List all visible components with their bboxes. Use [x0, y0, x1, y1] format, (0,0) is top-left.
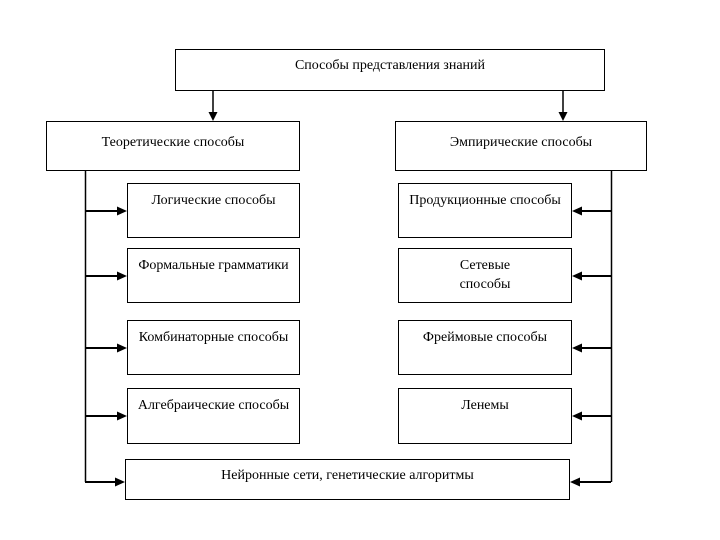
node-theoretical-methods: Теоретические способы: [46, 121, 300, 171]
connector-left-to-bottom: [85, 477, 125, 487]
connector-left-child-2: [85, 343, 127, 353]
connector-left-child-3: [85, 411, 127, 421]
connector-right-child-0: [572, 206, 611, 216]
node-formal-grammars: Формальные грамматики: [127, 248, 300, 303]
connector-right-child-3: [572, 411, 611, 421]
connector-root-to-empirical: [558, 91, 568, 121]
node-empirical-methods: Эмпирические способы: [395, 121, 647, 171]
connector-left-child-0: [85, 206, 127, 216]
node-logical-methods: Логические способы: [127, 183, 300, 238]
connector-left-child-1: [85, 271, 127, 281]
node-production-methods: Продукционные способы: [398, 183, 572, 238]
node-neural-networks-genetic-algorithms: Нейронные сети, генетические алгоритмы: [125, 459, 570, 500]
node-combinatorial-methods: Комбинаторные способы: [127, 320, 300, 375]
connector-right-child-2: [572, 343, 611, 353]
node-root: Способы представления знаний: [175, 49, 605, 91]
node-algebraic-methods: Алгебраические способы: [127, 388, 300, 444]
node-lenemes: Ленемы: [398, 388, 572, 444]
connector-root-to-theoretical: [208, 91, 218, 121]
connector-right-to-bottom: [570, 477, 611, 487]
connector-right-child-1: [572, 271, 611, 281]
node-frame-methods: Фреймовые способы: [398, 320, 572, 375]
node-network-methods: Сетевые способы: [398, 248, 572, 303]
